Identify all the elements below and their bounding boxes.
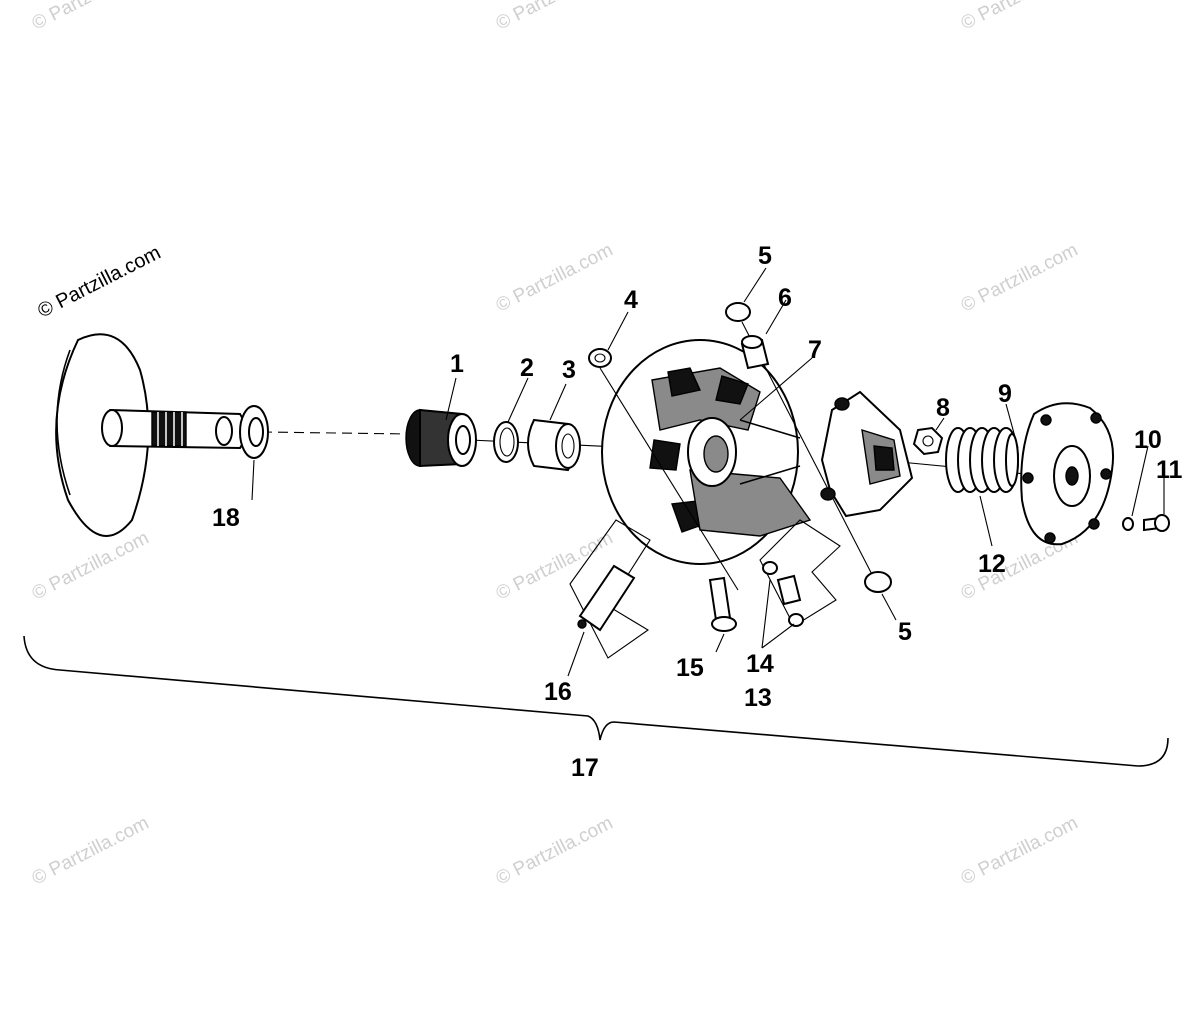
hex-nut	[912, 426, 944, 456]
spring	[945, 427, 1019, 493]
shoe-panel	[569, 519, 841, 659]
callout-7: 7	[808, 336, 822, 364]
callout-13: 13	[744, 684, 772, 712]
callout-5-top: 5	[758, 242, 772, 270]
pin	[740, 335, 770, 370]
callout-10: 10	[1134, 426, 1162, 454]
screw	[1143, 514, 1170, 532]
callout-1: 1	[450, 350, 464, 378]
callout-3: 3	[562, 356, 576, 384]
watermark: © Partzilla.com	[958, 813, 1082, 890]
spacer	[527, 418, 581, 472]
small-washer	[1122, 517, 1134, 531]
sheave-housing	[601, 339, 812, 565]
callout-8: 8	[936, 394, 950, 422]
leader-lines	[251, 267, 1165, 677]
bushing	[405, 408, 477, 468]
callout-17: 17	[571, 754, 599, 782]
callout-11: 11	[1156, 456, 1183, 484]
spider	[820, 390, 914, 518]
callout-4: 4	[624, 286, 638, 314]
watermark: © Partzilla.com	[29, 528, 153, 605]
watermark: © Partzilla.com	[958, 0, 1082, 34]
o-ring-inner	[499, 427, 515, 457]
nut-hole	[594, 353, 606, 363]
callout-6: 6	[778, 284, 792, 312]
watermark: © Partzilla.com	[29, 813, 153, 890]
watermark: © Partzilla.com	[958, 240, 1082, 317]
callout-14: 14	[746, 650, 774, 678]
callout-2: 2	[520, 354, 534, 382]
callout-15: 15	[676, 654, 704, 682]
watermark: © Partzilla.com	[493, 0, 617, 34]
callout-16: 16	[544, 678, 572, 706]
pin-line	[599, 367, 739, 591]
axis-line	[261, 431, 411, 435]
callout-18: 18	[212, 504, 240, 532]
roller-cap	[725, 302, 751, 322]
sheave-and-shaft	[55, 333, 247, 537]
nut	[588, 348, 612, 368]
callouts: 1 2 3 4 5 6 7 8 9 10 11 12 5 14 15 16 17…	[212, 242, 1183, 782]
watermark: © Partzilla.com	[29, 0, 153, 34]
watermark: © Partzilla.com	[493, 813, 617, 890]
callout-5-bottom: 5	[898, 618, 912, 646]
bolt	[708, 576, 737, 632]
spring-cover	[1020, 402, 1114, 546]
washer	[239, 405, 269, 459]
roller-cap-bottom	[864, 571, 892, 593]
assembly-bracket	[23, 635, 1169, 767]
watermark: © Partzilla.com	[493, 240, 617, 317]
pin-line	[741, 321, 881, 591]
callout-9: 9	[998, 380, 1012, 408]
callout-12: 12	[978, 550, 1006, 578]
watermark-main: © Partzilla.com	[34, 242, 164, 323]
button	[762, 561, 778, 575]
